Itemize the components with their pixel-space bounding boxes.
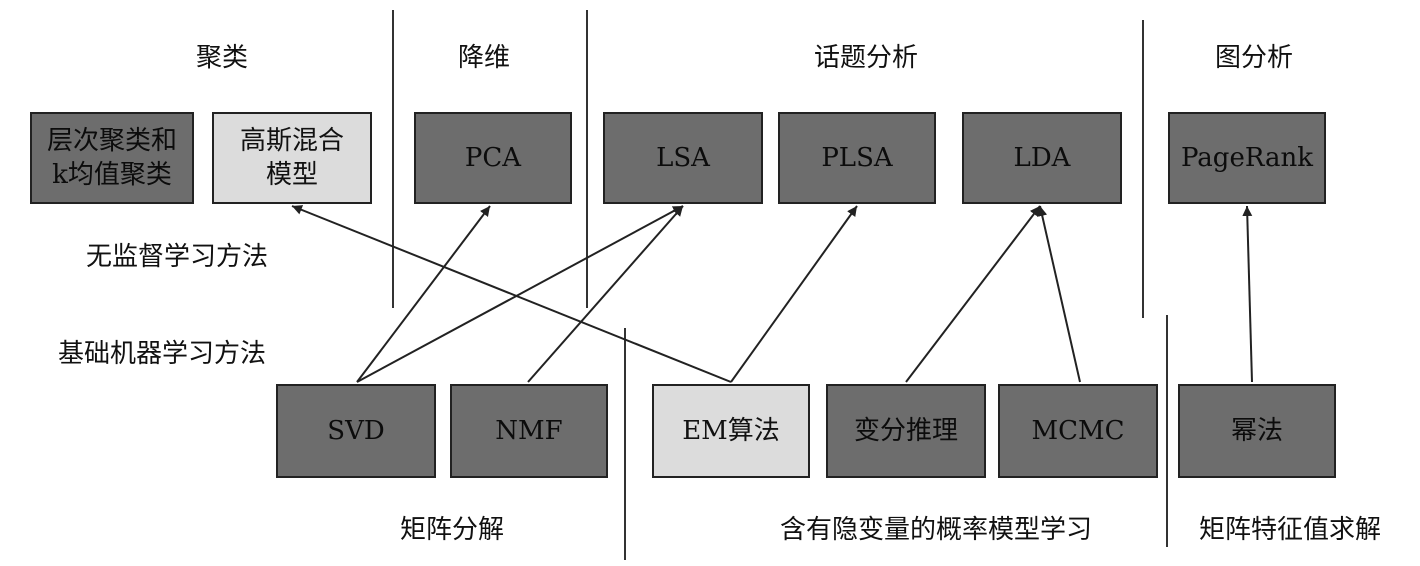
box-lsa: LSA (603, 112, 763, 204)
arrow-svd-to-lsa (356, 205, 684, 383)
arrow-power-method-to-pagerank (1242, 205, 1253, 383)
box-plsa: PLSA (778, 112, 936, 204)
row-label-unsupervised: 无监督学习方法 (86, 242, 269, 272)
arrow-mcmc-to-lda (1037, 205, 1081, 383)
box-pagerank: PageRank (1168, 112, 1326, 204)
arrow-svd-to-pca (356, 205, 491, 383)
category-eigen-solving: 矩阵特征值求解 (1198, 515, 1382, 545)
row-label-basic: 基础机器学习方法 (58, 339, 267, 369)
box-variational-inference: 变分推理 (826, 384, 986, 478)
box-hierarchical-kmeans: 层次聚类和 k均值聚类 (30, 112, 194, 204)
separator-matrix-latent (624, 328, 626, 560)
separator-topic-graph (1142, 20, 1144, 318)
category-graph-analysis: 图分析 (1214, 43, 1294, 73)
box-em-algorithm: EM算法 (652, 384, 810, 478)
box-power-method: 幂法 (1178, 384, 1336, 478)
box-lda: LDA (962, 112, 1122, 204)
category-clustering: 聚类 (195, 43, 249, 73)
separator-dimred-topic (586, 10, 588, 308)
box-gaussian-mixture-model: 高斯混合 模型 (212, 112, 372, 204)
category-matrix-factorization: 矩阵分解 (399, 515, 505, 545)
category-topic-analysis: 话题分析 (813, 43, 919, 73)
separator-clustering-dimred (392, 10, 394, 308)
box-nmf: NMF (450, 384, 608, 478)
separator-latent-eigen (1166, 315, 1168, 547)
arrow-em-to-gmm (291, 205, 732, 383)
category-dim-reduction: 降维 (457, 43, 511, 73)
box-mcmc: MCMC (998, 384, 1158, 478)
arrow-nmf-to-lsa (527, 205, 684, 383)
arrow-em-to-plsa (730, 205, 858, 383)
category-latent-prob-models: 含有隐变量的概率模型学习 (779, 515, 1093, 545)
arrow-variational-to-lda (905, 205, 1041, 383)
box-svd: SVD (276, 384, 436, 478)
box-pca: PCA (414, 112, 572, 204)
